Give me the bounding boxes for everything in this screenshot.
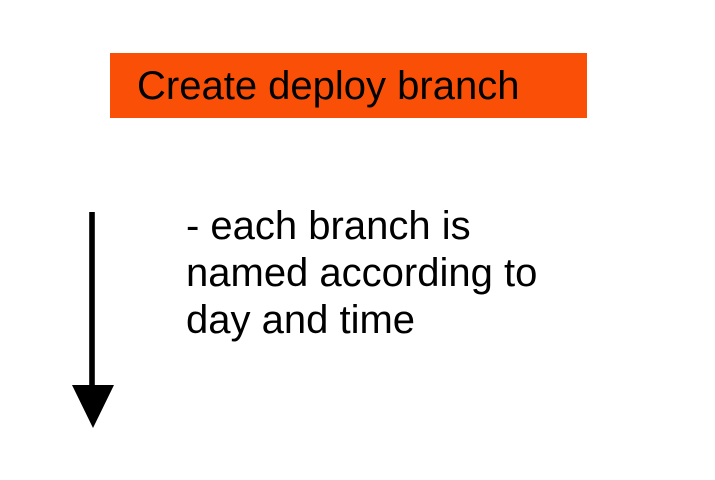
title-banner: Create deploy branch	[110, 53, 587, 118]
page-title: Create deploy branch	[137, 63, 520, 108]
body-text-line-1: - each branch is	[186, 204, 471, 248]
arrow-head	[72, 385, 114, 428]
arrow-shaft	[89, 212, 95, 390]
body-text-block: - each branch is named according to day …	[186, 203, 616, 344]
body-text-line-3: day and time	[186, 298, 416, 342]
down-arrow-icon	[64, 212, 122, 436]
body-text-line-2: named according to	[186, 251, 538, 295]
